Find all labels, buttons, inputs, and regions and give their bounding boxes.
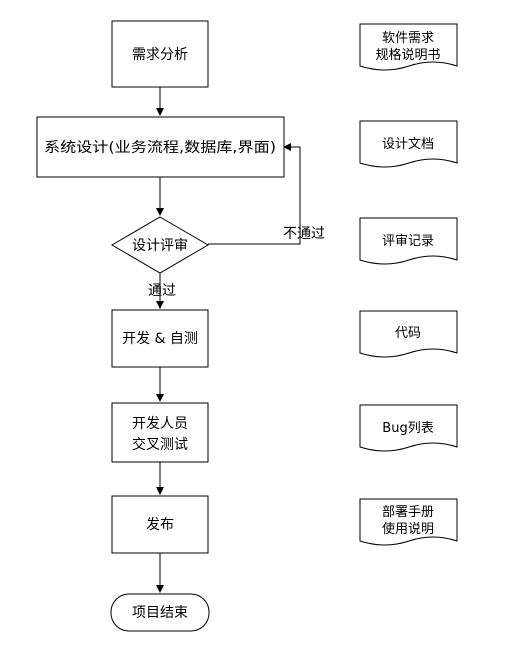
doc-code-label: 代码 [395,326,421,341]
doc-design-label: 设计文档 [382,137,434,152]
node-release: 发布 [111,495,209,554]
doc-srs: 软件需求 规格说明书 [359,23,458,71]
doc-review-record: 评审记录 [359,217,458,265]
doc-bug-list-label: Bug列表 [382,421,433,436]
doc-code: 代码 [359,310,458,358]
node-release-label: 发布 [146,517,174,533]
node-project-end-label: 项目结束 [132,605,188,621]
doc-srs-label-line1: 软件需求 [382,31,434,46]
doc-review-record-label: 评审记录 [382,234,434,249]
pass-label: 通过 [148,283,176,299]
edge-review-fail-loop [208,143,301,245]
connectors [156,87,301,593]
doc-srs-label-line2: 规格说明书 [375,47,440,63]
node-system-design: 系统设计(业务流程,数据库,界面) [36,116,285,178]
node-design-review-label: 设计评审 [132,238,188,254]
node-requirements-label: 需求分析 [132,47,188,63]
node-cross-test-label-line2: 交叉测试 [132,436,188,453]
doc-bug-list: Bug列表 [359,404,458,452]
node-dev-self-test: 开发 & 自测 [111,309,209,368]
doc-deploy-manual: 部署手册 使用说明 [359,498,458,546]
doc-design: 设计文档 [359,120,458,168]
node-dev-self-test-label: 开发 & 自测 [122,331,198,347]
fail-label: 不通过 [283,226,325,242]
node-system-design-label: 系统设计(业务流程,数据库,界面) [44,140,276,156]
doc-deploy-manual-label-line2: 使用说明 [382,521,434,537]
node-cross-test: 开发人员 交叉测试 [111,402,209,463]
doc-deploy-manual-label-line1: 部署手册 [382,505,434,520]
node-project-end: 项目结束 [110,593,210,632]
node-design-review: 设计评审 [111,216,209,274]
node-requirements: 需求分析 [111,20,209,88]
node-cross-test-label-line1: 开发人员 [132,416,188,432]
